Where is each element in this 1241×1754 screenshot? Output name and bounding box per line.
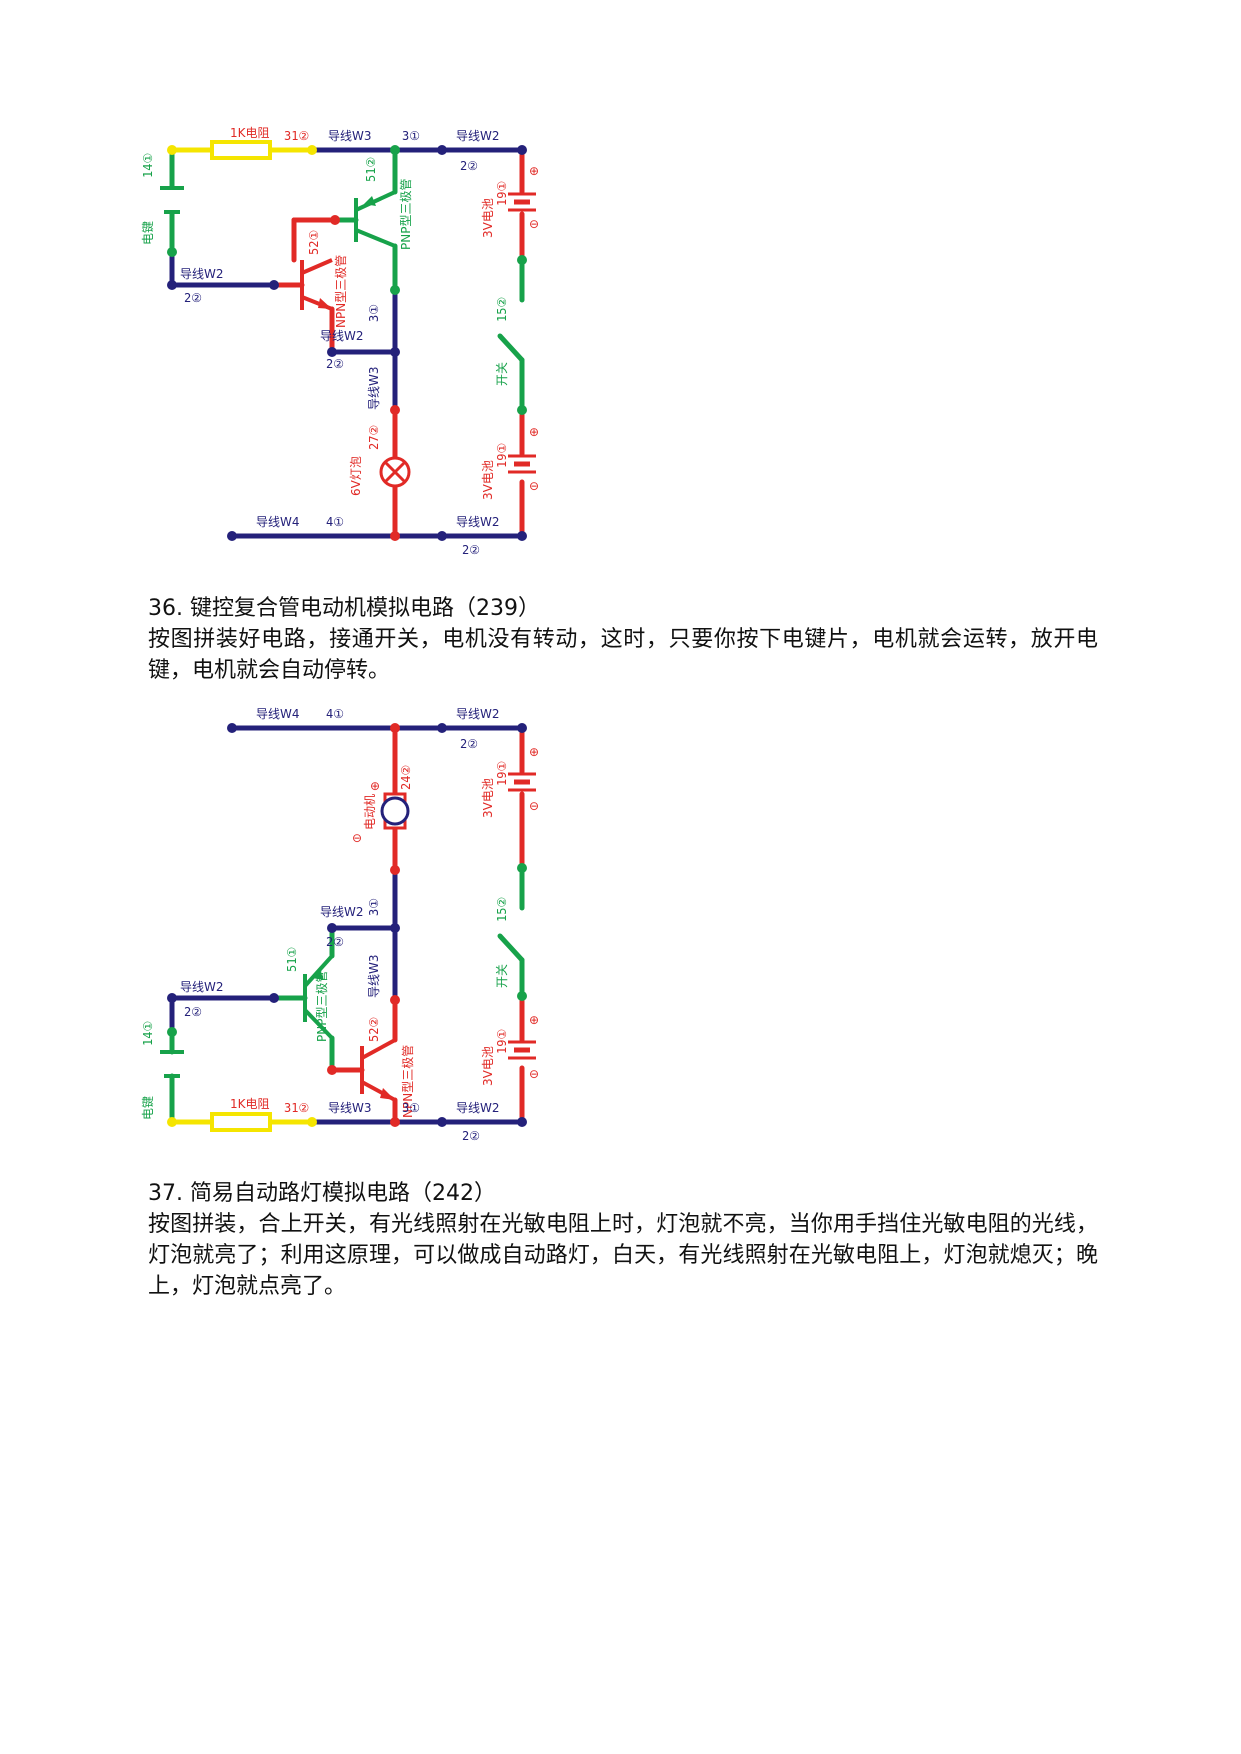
battery-code: 19① [495, 1029, 509, 1054]
npn-transistor [360, 1038, 396, 1102]
section-36: 36. 键控复合管电动机模拟电路（239） 按图拼装好电路，接通开关，电机没有转… [148, 593, 1098, 686]
switch-label: 开关 [495, 964, 509, 988]
plus-icon: ⊕ [529, 1013, 539, 1027]
resistor-code: 31② [284, 1101, 309, 1115]
battery-label: 3V电池 [481, 778, 495, 818]
npn-label: NPN型三极管 [333, 255, 348, 328]
resistor-1k [210, 1112, 272, 1132]
section-37-title: 37. 简易自动路灯模拟电路（242） [148, 1181, 496, 1206]
wire-code: 2② [184, 291, 202, 305]
battery-top [508, 772, 536, 792]
battery-label: 3V电池 [481, 460, 495, 500]
wire-code: 2② [326, 357, 344, 371]
plus-icon: ⊕ [529, 425, 539, 439]
battery-code: 19① [495, 181, 509, 206]
wire-code: 3① [402, 1101, 420, 1115]
minus-icon: ⊖ [529, 799, 539, 813]
lamp-6v [379, 456, 411, 488]
motor [380, 792, 410, 830]
wire-w2-label: 导线W2 [320, 905, 364, 919]
wire-code: 3① [402, 129, 420, 143]
resistor-label: 1K电阻 [230, 1097, 270, 1111]
key-label: 电键 [141, 1096, 155, 1120]
switch-code: 15② [495, 297, 509, 322]
wire-code: 4① [326, 515, 344, 529]
plus-icon: ⊕ [529, 164, 539, 178]
wire-code: 2② [462, 543, 480, 557]
wire-w3-label: 导线W3 [328, 129, 372, 143]
switch-code: 15② [495, 897, 509, 922]
npn-label: NPN型三极管 [400, 1045, 415, 1118]
resistor-label: 1K电阻 [230, 126, 270, 140]
wire-w2-label: 导线W2 [456, 707, 500, 721]
lamp-label: 6V灯泡 [349, 456, 363, 496]
battery-bottom [508, 454, 536, 474]
switch-label: 开关 [495, 362, 509, 386]
key-code: 14① [141, 1021, 155, 1046]
wire-w3-label: 导线W3 [367, 954, 381, 998]
lamp-code: 27② [367, 425, 381, 450]
key-label: 电键 [141, 221, 155, 245]
wire-w2-label: 导线W2 [456, 1101, 500, 1115]
minus-icon: ⊖ [529, 217, 539, 231]
wire-code: 2② [460, 737, 478, 751]
wire-code: 3① [367, 898, 381, 916]
pnp-transistor [303, 954, 334, 1040]
minus-icon: ⊖ [352, 831, 362, 845]
battery-bottom [508, 1040, 536, 1060]
wire-w3-label: 导线W3 [328, 1101, 372, 1115]
section-36-title: 36. 键控复合管电动机模拟电路（239） [148, 596, 540, 621]
node-dots [167, 723, 527, 1127]
pnp-code: 51② [364, 157, 378, 182]
wire-code: 2② [462, 1129, 480, 1143]
battery-label: 3V电池 [481, 1046, 495, 1086]
npn-code: 52② [367, 1017, 381, 1042]
wire-w3-label: 导线W3 [367, 366, 381, 410]
node-dots [167, 145, 527, 541]
key-code: 14① [141, 153, 155, 178]
npn-transistor [300, 258, 333, 311]
battery-code: 19① [495, 443, 509, 468]
wire-code: 2② [184, 1005, 202, 1019]
pnp-label: PNP型三极管 [398, 179, 413, 250]
wire-w2-label: 导线W2 [180, 980, 224, 994]
plus-icon: ⊕ [529, 745, 539, 759]
section-37-body: 按图拼装，合上开关，有光线照射在光敏电阻上时，灯泡就不亮，当你用手挡住光敏电阻的… [148, 1212, 1098, 1299]
motor-label: 电动机 [363, 794, 377, 830]
wire-w2-label: 导线W2 [180, 267, 224, 281]
section-37: 37. 简易自动路灯模拟电路（242） 按图拼装，合上开关，有光线照射在光敏电阻… [148, 1178, 1098, 1302]
motor-code: 24② [399, 765, 413, 790]
battery-label: 3V电池 [481, 198, 495, 238]
pnp-transistor [354, 190, 396, 248]
wire-code: 4① [326, 707, 344, 721]
section-36-body: 按图拼装好电路，接通开关，电机没有转动，这时，只要你按下电键片，电机就会运转，放… [148, 627, 1098, 683]
battery-top [508, 192, 536, 212]
wire-code: 2② [326, 935, 344, 949]
pnp-code: 51① [285, 947, 299, 972]
wire-w2-label: 导线W2 [456, 515, 500, 529]
pnp-label: PNP型三极管 [314, 971, 329, 1042]
wire-w4-label: 导线W4 [256, 707, 300, 721]
minus-icon: ⊖ [529, 479, 539, 493]
wire-code: 3① [367, 304, 381, 322]
battery-code: 19① [495, 761, 509, 786]
minus-icon: ⊖ [529, 1067, 539, 1081]
plus-icon: ⊕ [370, 779, 380, 793]
circuit-diagram-2: 导线W4 4① 导线W2 2② 24② 电动机 ⊕ ⊖ 19① 3V电池 ⊕ ⊖… [141, 707, 539, 1143]
resistor-code: 31② [284, 129, 309, 143]
circuit-diagram-1: 1K电阻 31② 导线W3 3① 导线W2 2② 14① 电键 51② PNP型… [141, 126, 539, 557]
wire-w2-label: 导线W2 [320, 329, 364, 343]
npn-code: 52① [307, 230, 321, 255]
resistor-1k [210, 140, 272, 160]
wire-w4-label: 导线W4 [256, 515, 300, 529]
wire-code: 2② [460, 159, 478, 173]
wire-w2-label: 导线W2 [456, 129, 500, 143]
